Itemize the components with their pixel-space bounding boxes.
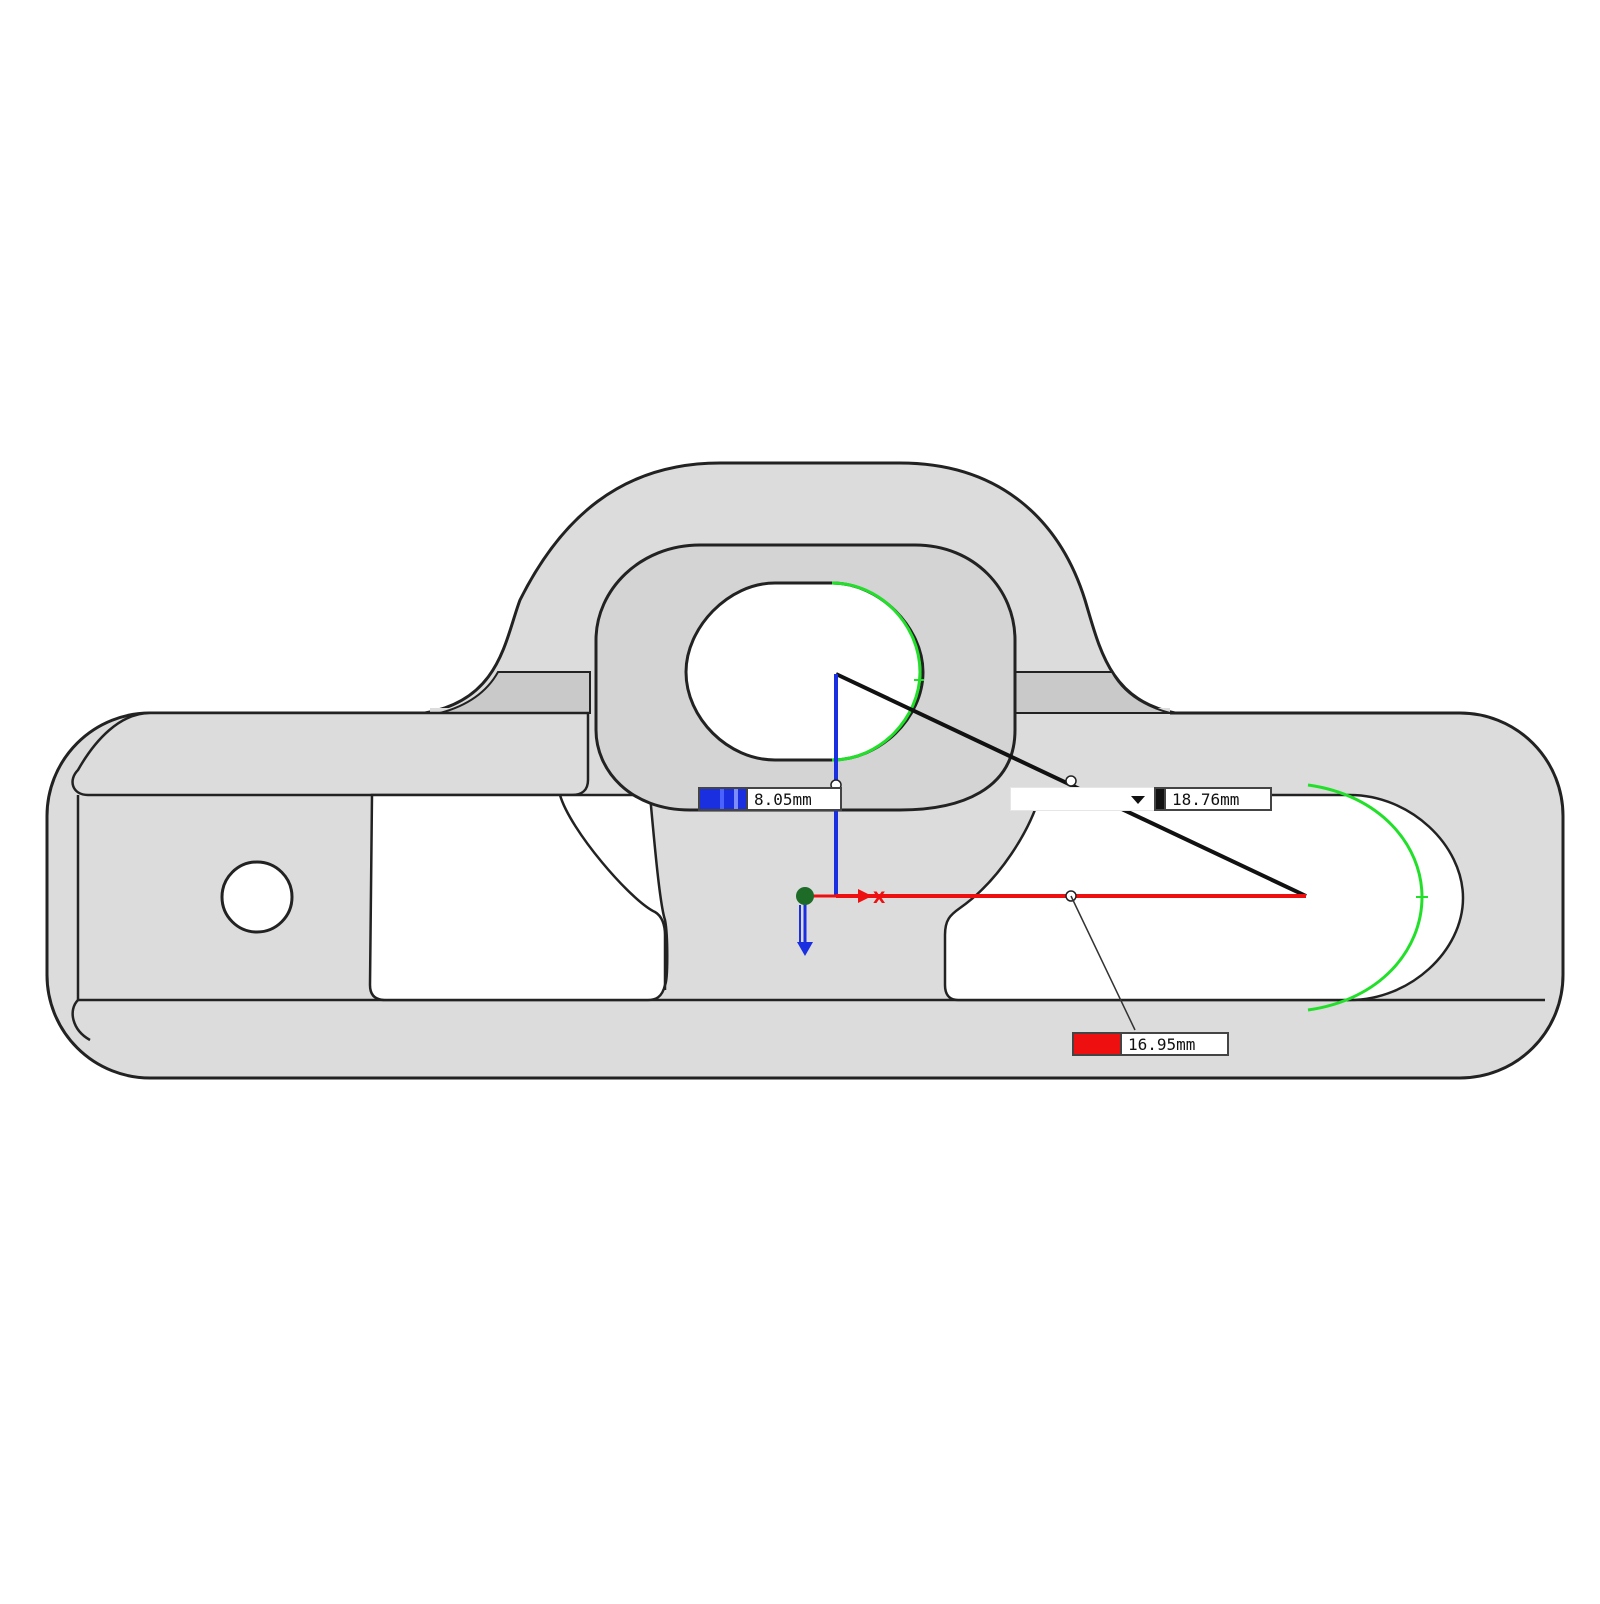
dimension-z-value[interactable]: 8.05mm: [746, 789, 818, 809]
dimension-x-label[interactable]: 16.95mm: [1072, 1032, 1229, 1056]
z-axis-swatch: [700, 789, 746, 809]
left-upper-tab: [71, 711, 590, 797]
x-axis-swatch: [1074, 1034, 1120, 1054]
total-swatch: [1156, 789, 1164, 809]
origin-gizmo-icon[interactable]: X: [796, 887, 886, 956]
left-round-hole: [220, 860, 294, 934]
dimension-total-value[interactable]: 18.76mm: [1164, 789, 1246, 809]
boss-ledge-left: [439, 671, 591, 714]
gizmo-x-label: X: [873, 888, 886, 907]
dimension-total-label[interactable]: 18.76mm: [1154, 787, 1272, 811]
measure-mode-dropdown[interactable]: [1010, 787, 1156, 811]
dimension-x-value[interactable]: 16.95mm: [1120, 1034, 1202, 1054]
center-oblong-hole: [684, 581, 925, 762]
boss-ledge-right: [1014, 671, 1171, 714]
dropdown-arrow-icon[interactable]: [1131, 796, 1145, 804]
dimension-z-label[interactable]: 8.05mm: [698, 787, 842, 811]
snap-arc-center: [831, 581, 922, 762]
left-slot: [368, 793, 669, 1002]
